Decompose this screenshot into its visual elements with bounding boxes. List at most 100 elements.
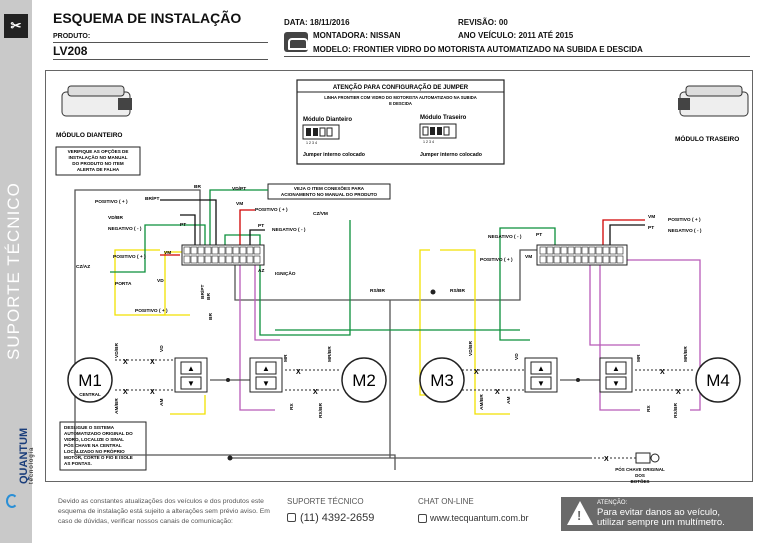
wire-label: VM bbox=[236, 201, 243, 207]
motor-label: M3 bbox=[430, 371, 454, 390]
switch-front-right: ▲ ▼ bbox=[249, 357, 283, 393]
wire-label: POSITIVO ( + ) bbox=[135, 308, 168, 314]
front-connector bbox=[181, 244, 265, 266]
wire-label: PT bbox=[536, 232, 542, 238]
wire-label: PT bbox=[180, 222, 186, 228]
key-label: DOS bbox=[635, 473, 645, 478]
support-label: SUPORTE TÉCNICO bbox=[287, 497, 364, 506]
wire-label: BR bbox=[194, 184, 201, 190]
wire-label: MR/BR bbox=[683, 346, 689, 362]
wire-labels: BR POSITIVO ( + ) BR/PT VD/BR NEGATIVO (… bbox=[76, 184, 702, 463]
wire-label: MR bbox=[636, 354, 642, 362]
car-icon bbox=[284, 32, 308, 52]
product-code: LV208 bbox=[53, 44, 88, 58]
wire-label: AM/BR bbox=[479, 394, 485, 410]
wire-label: VD/BR bbox=[468, 341, 474, 356]
wire-label: AM/BR bbox=[114, 398, 120, 414]
front-module-icon bbox=[61, 85, 132, 117]
year-text: ANO VEÍCULO: 2011 ATÉ 2015 bbox=[458, 31, 574, 40]
site-link[interactable]: www.tecquantum.com.br bbox=[430, 513, 529, 523]
divider bbox=[53, 59, 268, 60]
note-line: VIDRO, LOCALIZE O SINAL bbox=[64, 437, 124, 442]
maker-text: MONTADORA: NISSAN bbox=[313, 31, 401, 40]
key-label: BOTÕES bbox=[630, 478, 649, 484]
wire-label: CZ/AZ bbox=[76, 264, 90, 270]
date-text: DATA: 18/11/2016 bbox=[284, 18, 350, 27]
wire-label: PT bbox=[648, 225, 654, 231]
note-line: MOTOR, CORTE O FIO E ISOLE bbox=[64, 455, 133, 460]
note-line: INSTALAÇÃO NO MANUAL bbox=[68, 154, 127, 160]
front-module-label: MÓDULO DIANTEIRO bbox=[56, 130, 122, 139]
wire-label: NEGATIVO ( - ) bbox=[668, 228, 702, 234]
wire-label: VM bbox=[164, 250, 171, 256]
motor-sub: CENTRAL bbox=[79, 392, 101, 397]
svg-text:▲: ▲ bbox=[262, 364, 270, 373]
wire-label: X bbox=[660, 369, 665, 376]
note-line: AS PONTAS. bbox=[64, 461, 92, 466]
motor-m4: M4 bbox=[695, 357, 741, 403]
wire-label: X bbox=[296, 369, 301, 376]
note-line: ACIONAMENTO NO MANUAL DO PRODUTO bbox=[281, 192, 378, 197]
wire-label: VD/PT bbox=[232, 186, 246, 192]
jumper-front-label: Módulo Dianteiro bbox=[303, 117, 352, 123]
wire-label: POSITIVO ( + ) bbox=[668, 217, 701, 223]
wire-label: VD bbox=[157, 278, 164, 284]
rear-module-icon bbox=[678, 85, 749, 117]
wire-label: X bbox=[604, 456, 609, 463]
wire-label: RS/BR bbox=[450, 288, 465, 294]
wire-label: X bbox=[474, 369, 479, 376]
rear-module-label: MÓDULO TRASEIRO bbox=[675, 134, 739, 143]
warning-icon bbox=[567, 501, 593, 525]
wire-label: NEGATIVO ( - ) bbox=[272, 227, 306, 233]
svg-text:▼: ▼ bbox=[187, 379, 195, 388]
junction-dots bbox=[226, 289, 580, 461]
wire-label: RX bbox=[289, 403, 295, 410]
wire-label: X bbox=[123, 389, 128, 396]
wire-label: POSITIVO ( + ) bbox=[480, 257, 513, 263]
wire-label: IGNIÇÃO bbox=[275, 270, 296, 277]
wire-label: AM bbox=[159, 399, 165, 406]
disconnect-note: DESLIGUE O SISTEMA AUTOMATIZADO ORIGINAL… bbox=[59, 421, 147, 471]
chat-label: CHAT ON-LINE bbox=[418, 497, 474, 506]
wire-label: X bbox=[123, 359, 128, 366]
key-switch-icon bbox=[635, 452, 660, 464]
warning-line: Para evitar danos ao veículo, bbox=[597, 507, 721, 518]
tools-icon: ✂ bbox=[4, 14, 28, 38]
warning-message: Para evitar danos ao veículo, utilizar s… bbox=[597, 508, 725, 528]
product-label: PRODUTO: bbox=[53, 33, 91, 40]
wire-label: VM bbox=[648, 214, 655, 220]
jumper-desc: LINHA FRONTIER COM VIDRO DO MOTORISTA AU… bbox=[324, 95, 477, 100]
motor-m2: M2 bbox=[341, 357, 387, 403]
wire-label: BR/PT bbox=[200, 285, 206, 299]
note-line: AUTOMATIZADO ORIGINAL DO bbox=[64, 431, 133, 436]
motor-m3: M3 bbox=[419, 357, 465, 403]
svg-text:▼: ▼ bbox=[612, 379, 620, 388]
wire-label: AM bbox=[506, 397, 512, 404]
svg-text:▲: ▲ bbox=[187, 364, 195, 373]
wire-label: NEGATIVO ( - ) bbox=[108, 226, 142, 232]
wire-label: POSITIVO ( + ) bbox=[113, 254, 146, 260]
jumper-desc: E DESCIDA bbox=[389, 101, 412, 106]
warning-label: ATENÇÃO: bbox=[597, 500, 628, 506]
wire-label: BR bbox=[208, 313, 214, 320]
note-line: PÓS CHAVE NA CENTRAL bbox=[64, 441, 122, 448]
wire-label: AZ bbox=[258, 268, 264, 274]
wire-label: POSITIVO ( + ) bbox=[255, 207, 288, 213]
note-line: LOCALIZADO NO PRÓPRIO bbox=[64, 447, 125, 454]
support-phone[interactable]: (11) 4392-2659 bbox=[300, 512, 375, 524]
svg-text:▼: ▼ bbox=[262, 379, 270, 388]
wire-label: VD/BR bbox=[114, 343, 120, 358]
jumper-title: ATENÇÃO PARA CONFIGURAÇÃO DE JUMPER bbox=[333, 84, 469, 91]
wire-label: X bbox=[495, 389, 500, 396]
warning-box: ATENÇÃO: Para evitar danos ao veículo, u… bbox=[561, 497, 753, 531]
wire-label: MR bbox=[283, 354, 289, 362]
side-band: ✂ SUPORTE TÉCNICO bbox=[0, 0, 32, 543]
divider bbox=[53, 42, 268, 43]
wire-label: X bbox=[150, 359, 155, 366]
wire-label: RX/BR bbox=[318, 403, 324, 418]
note-line: ALERTA DE FALHA bbox=[77, 167, 120, 172]
phone-icon bbox=[287, 513, 296, 522]
key-label: PÓS CHAVE ORIGINAL bbox=[615, 465, 665, 472]
wire-label: VM bbox=[525, 254, 532, 260]
logo-swirl-icon bbox=[6, 494, 18, 508]
